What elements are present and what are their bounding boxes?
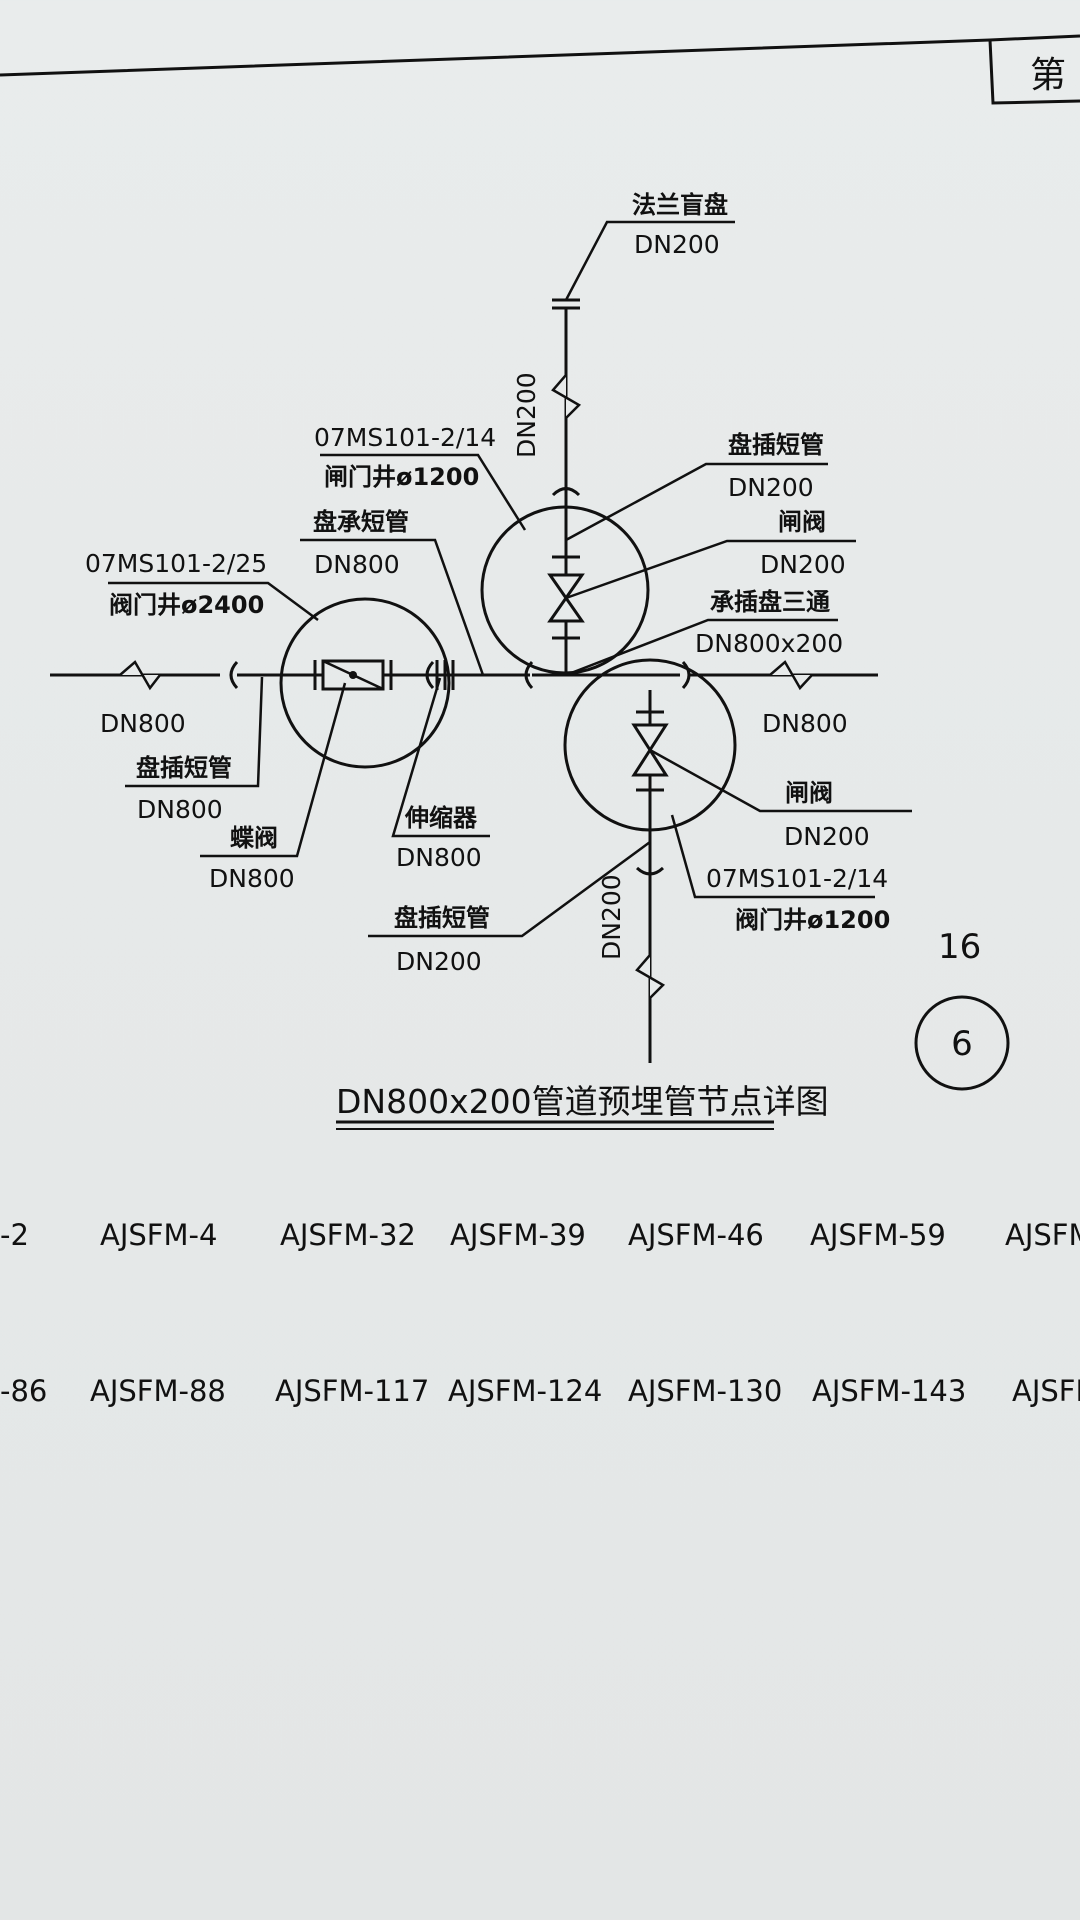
code-label: AJSFM-130 (628, 1374, 783, 1408)
label-gate-valve-bottom: 闸阀 (785, 779, 833, 807)
label-well-bottom-ref: 07MS101-2/14 (706, 864, 888, 893)
code-label: AJSFM-4 (100, 1218, 218, 1252)
leader-butterfly-valve (200, 682, 347, 858)
label-main-left-size: DN800 (100, 709, 186, 738)
label-flange-blind-size: DN200 (634, 230, 720, 259)
label-gate-valve-top: 闸阀 (778, 508, 826, 536)
label-butterfly-valve-size: DN800 (209, 864, 295, 893)
leader-expansion-joint (391, 677, 490, 838)
label-socket-short-pipe: 盘承短管 (313, 508, 409, 536)
code-label: -86 (0, 1374, 48, 1408)
leader-short-pipe-top (565, 462, 828, 542)
label-expansion-joint-size: DN800 (396, 843, 482, 872)
title-corner-box (988, 39, 1080, 105)
label-tee: 承插盘三通 (710, 588, 830, 616)
page-top-border (0, 34, 1080, 77)
break-mark-left (119, 660, 161, 691)
label-short-pipe-bottom-size: DN200 (396, 947, 482, 976)
break-mark-top (551, 374, 582, 419)
expansion-joint-symbol (425, 660, 435, 690)
socket-right (681, 660, 691, 690)
socket-top (551, 487, 581, 497)
code-label: AJSFM-88 (90, 1374, 226, 1408)
valve-well-top (480, 505, 650, 675)
corner-char: 第 (1030, 55, 1066, 96)
label-well-bottom-desc: 阀门井ø1200 (735, 906, 890, 934)
diagram-title: DN800x200管道预埋管节点详图 (336, 1082, 829, 1121)
label-short-pipe-left: 盘插短管 (136, 754, 232, 782)
code-label: AJSFM-143 (812, 1374, 967, 1408)
label-pipe-vertical-top: DN200 (512, 372, 541, 458)
code-label: AJSFM-46 (628, 1218, 764, 1252)
valve-well-left (279, 597, 451, 769)
code-label: -2 (0, 1218, 29, 1252)
label-short-pipe-top: 盘插短管 (728, 431, 824, 459)
butterfly-valve-pivot (349, 671, 357, 679)
label-flange-blind: 法兰盲盘 (632, 191, 728, 219)
label-short-pipe-top-size: DN200 (728, 473, 814, 502)
leader-well-bottom (670, 814, 875, 899)
label-well-top-desc: 闸门井ø1200 (324, 463, 479, 491)
code-label: AJSFM-124 (448, 1374, 603, 1408)
leader-short-pipe-left (125, 676, 264, 788)
circle-marker-number: 6 (951, 1024, 973, 1064)
leader-short-pipe-bottom (368, 840, 651, 938)
label-well-left-desc: 阀门井ø2400 (109, 591, 264, 619)
label-socket-short-pipe-size: DN800 (314, 550, 400, 579)
break-mark-bottom (635, 954, 666, 999)
leader-flange-blind (564, 220, 735, 301)
label-main-right-size: DN800 (762, 709, 848, 738)
label-well-top-ref: 07MS101-2/14 (314, 423, 496, 452)
socket-left (229, 660, 239, 690)
leader-socket-short-pipe (300, 538, 485, 676)
leader-well-top (320, 453, 527, 531)
code-row-2: -86 AJSFM-88 AJSFM-117 AJSFM-124 AJSFM-1… (0, 1374, 1080, 1434)
label-gate-valve-top-size: DN200 (760, 550, 846, 579)
label-short-pipe-left-size: DN800 (137, 795, 223, 824)
code-label: AJSFM (1005, 1218, 1080, 1252)
code-label: AJSFM-59 (810, 1218, 946, 1252)
leader-well-left (108, 581, 319, 622)
leader-tee (565, 618, 838, 677)
label-butterfly-valve: 蝶阀 (230, 824, 278, 852)
circle-marker (914, 995, 1010, 1091)
page-number: 16 (938, 927, 981, 967)
label-gate-valve-bottom-size: DN200 (784, 822, 870, 851)
label-well-left-ref: 07MS101-2/25 (85, 549, 267, 578)
code-label: AJSFM-117 (275, 1374, 430, 1408)
label-expansion-joint: 伸缩器 (404, 804, 478, 832)
socket-bottom (635, 866, 665, 876)
break-mark-right (769, 660, 813, 691)
code-label: AJSFM (1012, 1374, 1080, 1408)
code-label: AJSFM-39 (450, 1218, 586, 1252)
leader-gate-valve-bottom (649, 748, 912, 813)
leader-gate-valve-top (565, 539, 856, 600)
code-label: AJSFM-32 (280, 1218, 416, 1252)
code-row-1: -2 AJSFM-4 AJSFM-32 AJSFM-39 AJSFM-46 AJ… (0, 1218, 1080, 1278)
label-tee-size: DN800x200 (695, 629, 843, 658)
label-pipe-vertical-bottom: DN200 (597, 874, 626, 960)
label-short-pipe-bottom: 盘插短管 (394, 904, 490, 932)
